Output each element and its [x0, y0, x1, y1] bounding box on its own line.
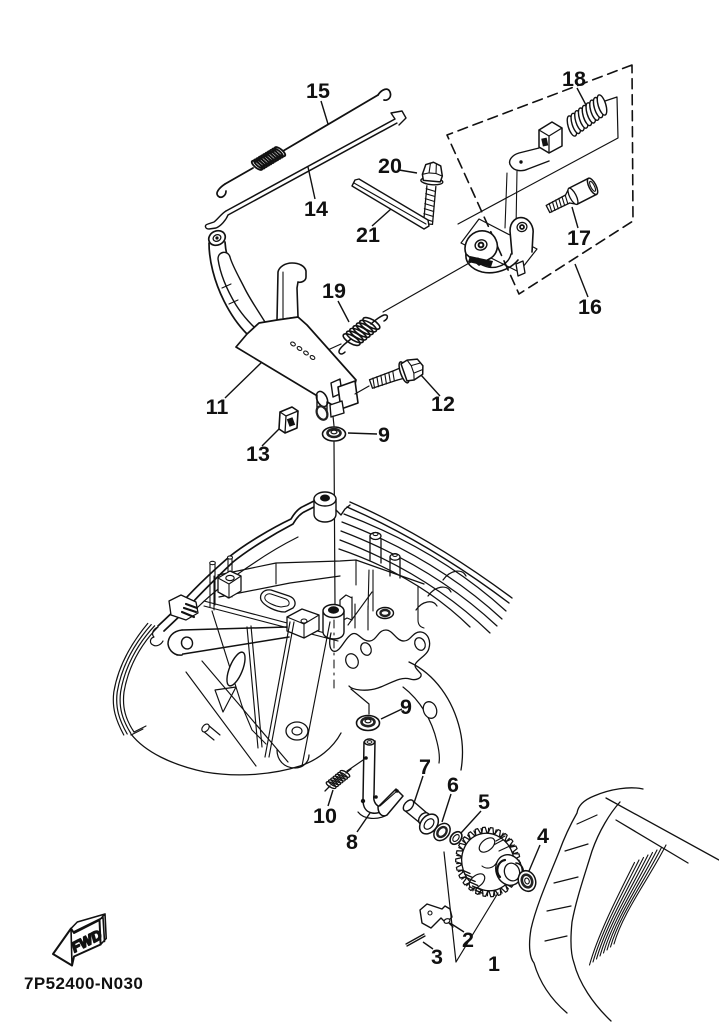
svg-text:7: 7	[419, 755, 431, 779]
svg-text:13: 13	[246, 442, 270, 466]
svg-text:3: 3	[431, 945, 443, 969]
svg-text:16: 16	[578, 295, 602, 319]
svg-text:9: 9	[378, 423, 390, 447]
svg-text:10: 10	[313, 804, 337, 828]
svg-text:15: 15	[306, 79, 330, 103]
svg-text:17: 17	[567, 226, 591, 250]
svg-text:12: 12	[431, 392, 455, 416]
svg-text:18: 18	[562, 67, 586, 91]
svg-text:11: 11	[206, 395, 229, 419]
svg-text:2: 2	[462, 928, 474, 952]
svg-text:5: 5	[478, 790, 490, 814]
svg-text:21: 21	[356, 223, 380, 247]
svg-text:1: 1	[488, 952, 500, 976]
svg-text:8: 8	[346, 830, 358, 854]
svg-text:9: 9	[400, 695, 412, 719]
svg-text:19: 19	[322, 279, 346, 303]
svg-text:7P52400-N030: 7P52400-N030	[24, 974, 143, 993]
svg-text:4: 4	[537, 824, 549, 848]
svg-text:20: 20	[378, 154, 402, 178]
svg-text:14: 14	[304, 197, 328, 221]
svg-text:6: 6	[447, 773, 459, 797]
